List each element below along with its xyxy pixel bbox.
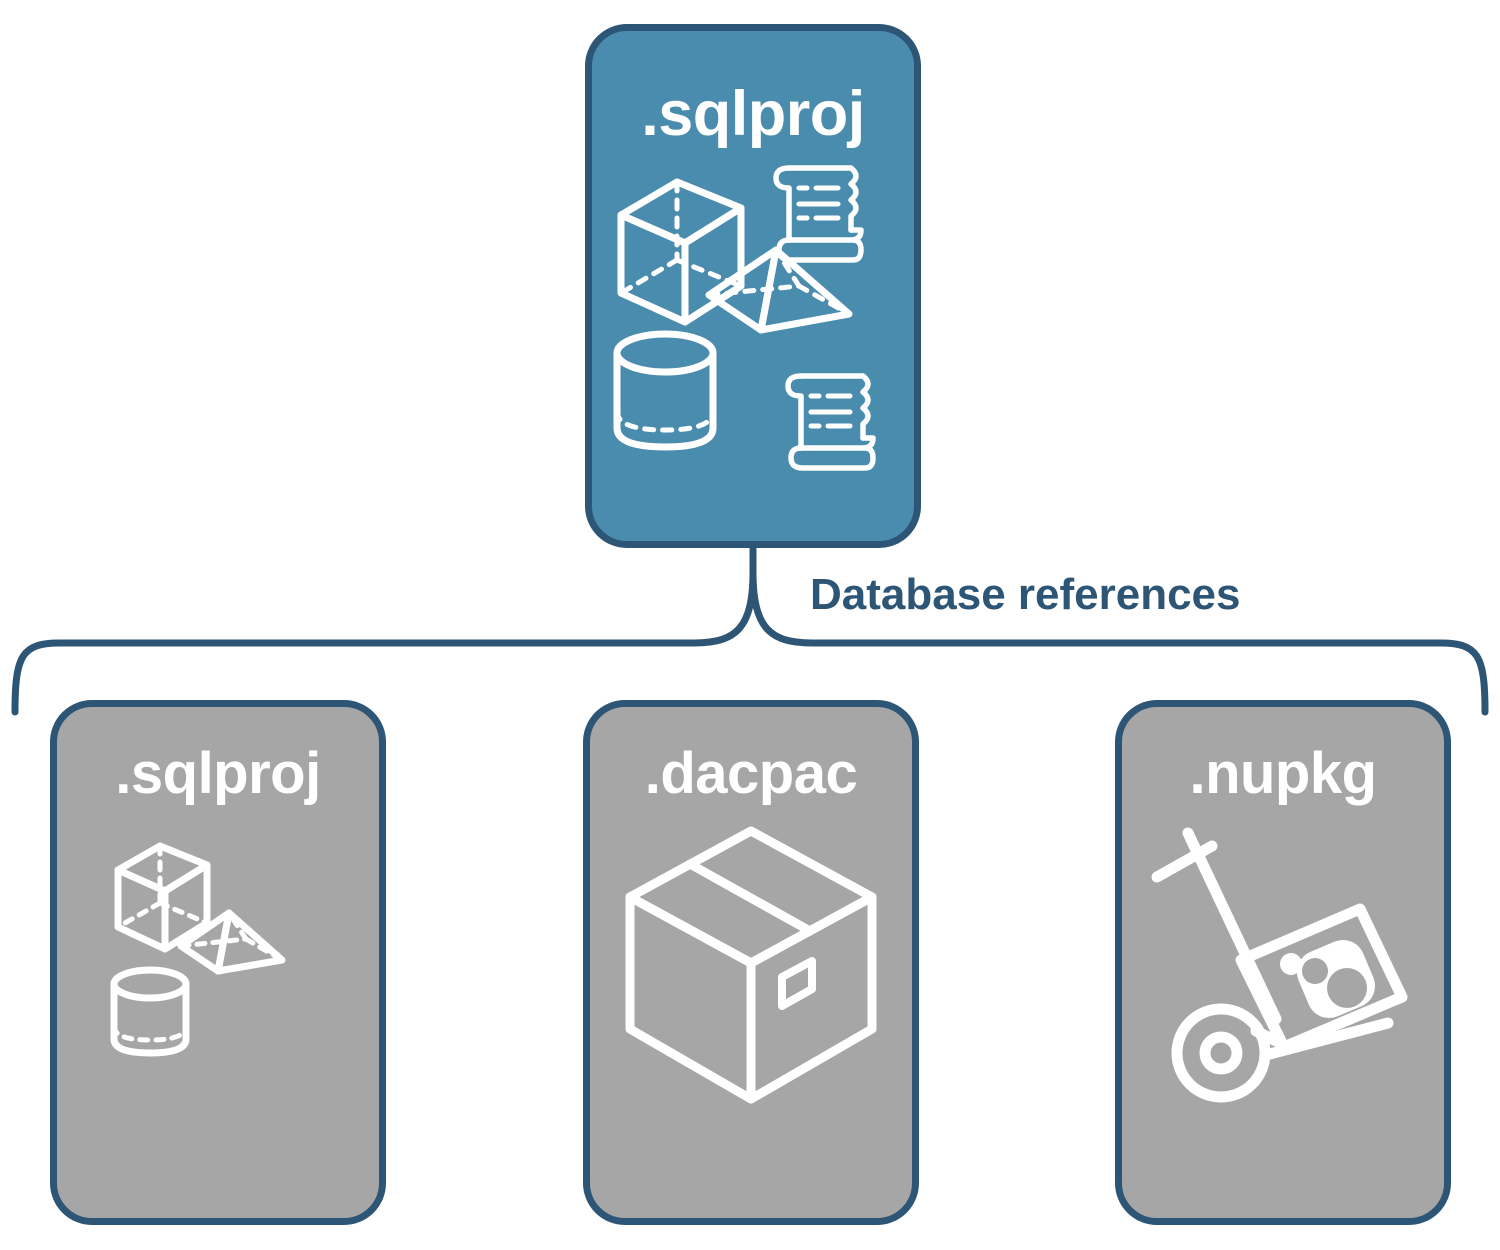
node-root-sqlproj-label: .sqlproj xyxy=(641,79,865,149)
node-ref-nupkg[interactable]: .nupkg xyxy=(1115,700,1451,1225)
scroll-icon xyxy=(785,373,876,471)
node-root-sqlproj[interactable]: .sqlproj xyxy=(585,24,921,548)
connector-left-arm xyxy=(11,568,757,716)
hand-truck-icon xyxy=(1151,827,1408,1103)
node-ref-nupkg-label: .nupkg xyxy=(1189,741,1377,806)
pyramid-icon xyxy=(705,246,853,334)
scroll-icon xyxy=(773,165,864,263)
node-ref-dacpac[interactable]: .dacpac xyxy=(583,700,919,1225)
node-ref-dacpac-artwork xyxy=(590,803,912,1218)
node-ref-nupkg-artwork xyxy=(1122,803,1444,1218)
cylinder-icon xyxy=(613,330,717,451)
node-ref-sqlproj[interactable]: .sqlproj xyxy=(50,700,386,1225)
node-ref-sqlproj-artwork xyxy=(57,803,379,1218)
cylinder-icon xyxy=(110,966,190,1057)
cube-icon xyxy=(617,178,745,326)
connector-label: Database references xyxy=(810,570,1241,619)
node-ref-sqlproj-label: .sqlproj xyxy=(115,741,321,806)
cube-icon xyxy=(114,842,211,953)
package-box-icon xyxy=(625,826,877,1104)
node-root-sqlproj-artwork xyxy=(592,146,914,541)
pyramid-icon xyxy=(177,909,286,975)
node-ref-dacpac-label: .dacpac xyxy=(644,741,858,806)
